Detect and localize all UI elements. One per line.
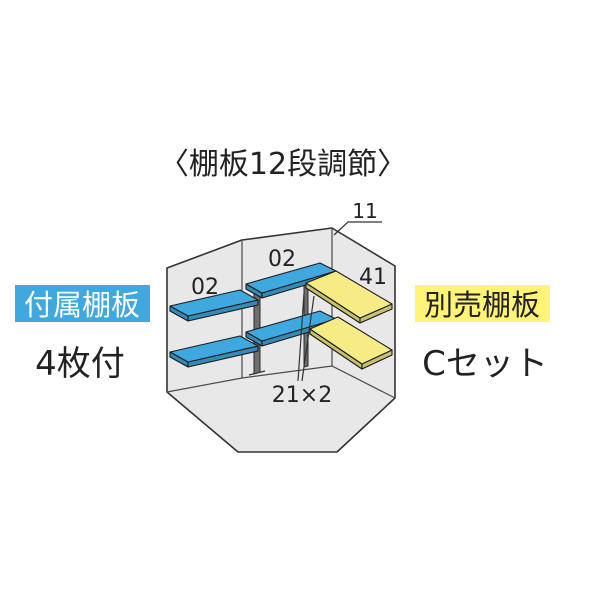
storage-diagram: 02 02 41 11 21×2	[166, 199, 396, 453]
optional-shelves-group: 別売棚板 Cセット	[415, 285, 550, 384]
left-upper-shelf-top	[169, 289, 259, 317]
included-count: 4枚付	[35, 344, 125, 384]
posts-label: 21×2	[272, 383, 332, 408]
top-part-leader-line	[333, 221, 382, 236]
corner-upper-shelf-top	[305, 270, 393, 319]
floor-wall-edge	[166, 365, 396, 399]
optional-set: Cセット	[422, 344, 548, 384]
left-lower-shelf	[169, 335, 259, 368]
top-part-label: 11	[352, 199, 377, 223]
posts-leader-line-2	[301, 295, 315, 382]
included-badge-label: 付属棚板	[24, 288, 140, 322]
left-upper-shelf	[169, 289, 259, 322]
posts-leader-line-1	[297, 292, 305, 382]
left-lower-shelf-top	[169, 335, 259, 363]
optional-badge-label: 別売棚板	[424, 288, 540, 322]
corner-shelf-label: 41	[359, 265, 387, 290]
corner-lower-shelf	[309, 316, 393, 370]
included-shelves-group: 付属棚板 4枚付	[15, 285, 150, 384]
left-shelf-label: 02	[191, 275, 219, 300]
corner-upper-shelf	[305, 270, 393, 324]
support-post-center-foot	[248, 370, 266, 376]
corner-lower-shelf-top	[309, 316, 393, 365]
page-title: 〈棚板12段調節〉	[159, 147, 407, 182]
included-badge-background	[15, 285, 150, 322]
optional-badge-background	[415, 285, 550, 322]
center-shelf-label: 02	[268, 247, 296, 272]
